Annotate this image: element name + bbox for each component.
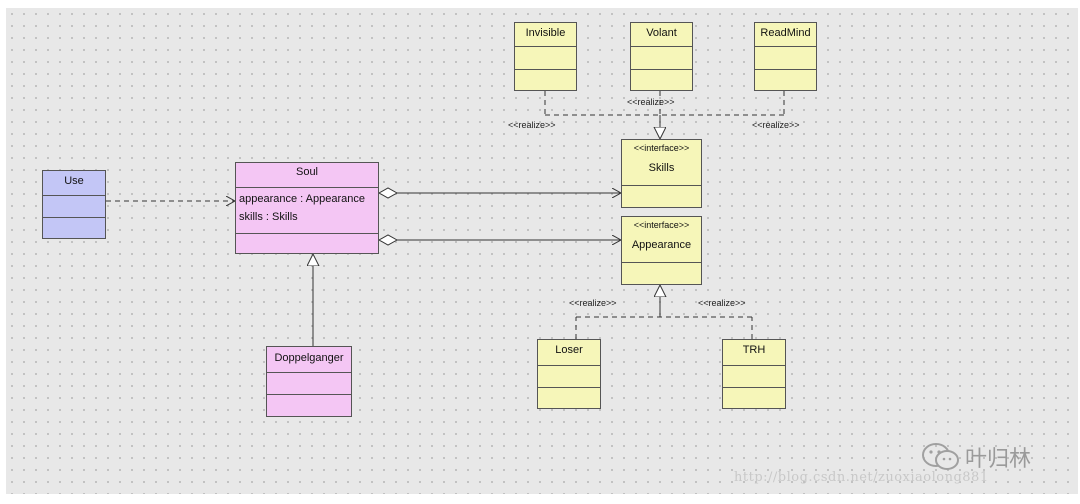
realize-label-invisible: <<realize>> — [508, 120, 556, 130]
realize-label-readmind: <<realize>> — [752, 120, 800, 130]
class-loser[interactable]: Loser — [537, 339, 601, 409]
interface-appearance[interactable]: <<interface>> Appearance — [621, 216, 702, 285]
realize-label-loser: <<realize>> — [569, 298, 617, 308]
class-trh[interactable]: TRH — [722, 339, 786, 409]
class-name: Doppelganger — [274, 352, 344, 364]
appearance-realization-connectors — [575, 285, 753, 339]
realize-label-volant: <<realize>> — [627, 97, 675, 107]
skills-realization-connectors — [544, 91, 785, 139]
attributes-compartment: appearance : Appearance skills : Skills — [236, 187, 378, 233]
class-use[interactable]: Use — [42, 170, 106, 239]
class-name: Appearance — [631, 239, 692, 251]
class-name: Use — [64, 175, 84, 187]
class-name: Loser — [555, 344, 583, 356]
interface-header: <<interface>> Skills — [622, 140, 701, 185]
stereotype-label: <<interface>> — [633, 220, 690, 230]
interface-skills[interactable]: <<interface>> Skills — [621, 139, 702, 208]
class-name: TRH — [742, 344, 766, 356]
watermark-brand: 叶归林 — [965, 447, 1032, 472]
class-name: Invisible — [525, 27, 566, 39]
interface-header: <<interface>> Appearance — [622, 217, 701, 262]
wechat-logo-icon — [922, 443, 959, 470]
class-invisible[interactable]: Invisible — [514, 22, 577, 91]
class-name: Skills — [648, 162, 675, 174]
stereotype-label: <<interface>> — [633, 143, 690, 153]
attribute-skills: skills : Skills — [239, 211, 298, 223]
realize-label-trh: <<realize>> — [698, 298, 746, 308]
watermark-url: http://blog.csdn.net/zuoxiaolong881 — [734, 470, 989, 485]
class-name: ReadMind — [760, 27, 811, 39]
attribute-appearance: appearance : Appearance — [239, 193, 365, 205]
class-doppelganger[interactable]: Doppelganger — [266, 346, 352, 417]
class-readmind[interactable]: ReadMind — [754, 22, 817, 91]
class-name: Volant — [646, 27, 677, 39]
class-name: Soul — [295, 166, 319, 178]
class-soul[interactable]: Soul appearance : Appearance skills : Sk… — [235, 162, 379, 254]
class-volant[interactable]: Volant — [630, 22, 693, 91]
